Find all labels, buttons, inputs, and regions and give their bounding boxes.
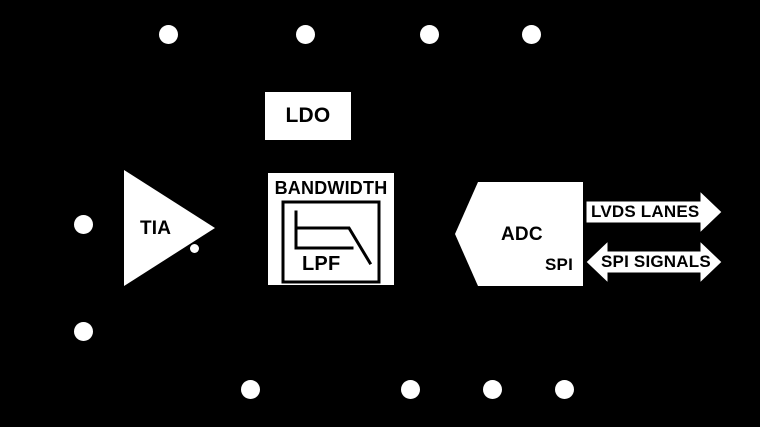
lpf-plot-frame (281, 200, 381, 284)
lpf-response-curve (294, 210, 373, 266)
pad-bottom-1[interactable] (241, 380, 260, 399)
adc-block-shape[interactable] (455, 182, 583, 286)
tia-output-dot (190, 244, 199, 253)
tia-block-label: TIA (140, 218, 172, 239)
tia-block-shape[interactable] (124, 170, 215, 286)
bandwidth-block-label: BANDWIDTH (274, 178, 388, 198)
pad-top-3[interactable] (420, 25, 439, 44)
pad-left-2[interactable] (74, 322, 93, 341)
spi-arrow-label: SPI SIGNALS (601, 252, 711, 271)
pad-bottom-2[interactable] (401, 380, 420, 399)
pad-top-2[interactable] (296, 25, 315, 44)
pad-bottom-4[interactable] (555, 380, 574, 399)
lvds-arrow-label: LVDS LANES (591, 202, 700, 221)
adc-spi-port-label: SPI (545, 255, 574, 274)
pad-top-1[interactable] (159, 25, 178, 44)
adc-block-label: ADC (501, 224, 543, 245)
spi-arrow-shape[interactable] (585, 239, 723, 285)
ldo-block-shape[interactable] (265, 92, 351, 140)
pad-bottom-3[interactable] (483, 380, 502, 399)
lvds-arrow-shape[interactable] (585, 189, 723, 235)
pad-top-4[interactable] (522, 25, 541, 44)
lpf-inner-label: LPF (302, 253, 341, 275)
pad-left-1[interactable] (74, 215, 93, 234)
ldo-block-label: LDO (285, 104, 331, 127)
